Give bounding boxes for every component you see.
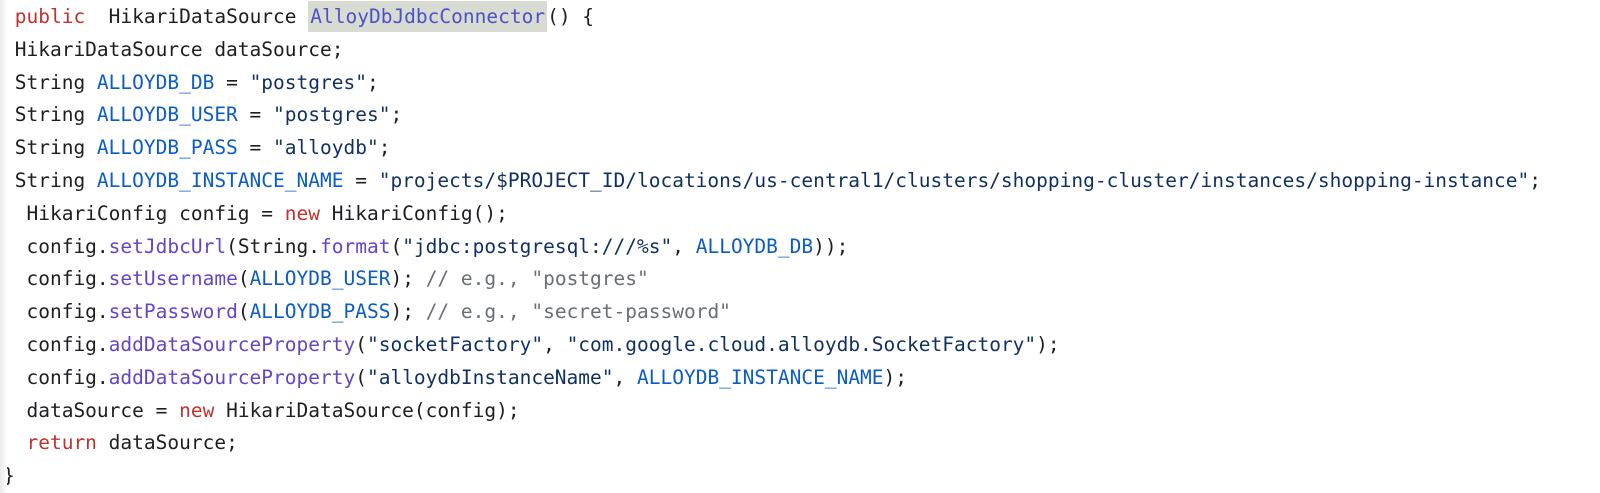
- token-string: "alloydbInstanceName": [366, 365, 614, 389]
- token-plain: ));: [813, 234, 849, 258]
- token-plain: config.: [3, 267, 109, 291]
- token-plain: );: [390, 300, 426, 324]
- code-line: String ALLOYDB_USER = "postgres";: [3, 99, 1600, 132]
- token-string: "com.google.cloud.alloydb.SocketFactory": [566, 332, 1037, 356]
- code-line: config.addDataSourceProperty("socketFact…: [3, 329, 1600, 362]
- token-plain: ;: [378, 136, 391, 160]
- token-plain: (: [390, 234, 403, 258]
- code-line: String ALLOYDB_DB = "postgres";: [3, 67, 1600, 100]
- code-line: config.addDataSourceProperty("alloydbIns…: [3, 362, 1600, 395]
- token-plain: ,: [613, 365, 637, 389]
- token-plain: );: [1036, 332, 1060, 356]
- token-plain: HikariConfig();: [320, 201, 508, 225]
- token-plain: );: [883, 365, 908, 389]
- token-plain: (: [237, 300, 250, 324]
- token-string: "socketFactory": [366, 332, 544, 356]
- code-line: HikariDataSource dataSource;: [3, 34, 1600, 67]
- token-constant: ALLOYDB_INSTANCE_NAME: [96, 168, 344, 192]
- token-plain: ;: [390, 103, 403, 127]
- token-keyword: new: [179, 398, 215, 422]
- token-plain: }: [3, 464, 15, 488]
- token-plain: HikariDataSource: [85, 5, 309, 28]
- code-line: HikariConfig config = new HikariConfig()…: [3, 198, 1600, 231]
- token-string: "jdbc:postgresql:///%s": [402, 234, 673, 258]
- token-comment: // e.g., "postgres": [425, 267, 649, 291]
- token-plain: String: [3, 103, 97, 127]
- token-plain: () {: [547, 5, 595, 28]
- token-plain: dataSource =: [3, 398, 180, 422]
- code-line: public HikariDataSource AlloyDbJdbcConne…: [3, 1, 1600, 34]
- token-plain: String: [3, 136, 97, 160]
- token-plain: config.: [3, 332, 109, 356]
- token-plain: String: [3, 168, 97, 192]
- left-edge-shading: [0, 0, 7, 493]
- token-keyword: new: [284, 201, 320, 225]
- token-string: "postgres": [249, 70, 367, 94]
- token-constant: ALLOYDB_PASS: [96, 136, 238, 160]
- token-constant: ALLOYDB_DB: [96, 70, 215, 94]
- token-plain: (: [355, 332, 367, 356]
- token-plain: HikariDataSource dataSource;: [3, 37, 344, 61]
- token-plain: (: [355, 365, 367, 389]
- token-string: "postgres": [273, 103, 391, 127]
- token-plain: =: [237, 103, 274, 127]
- code-line: config.setJdbcUrl(String.format("jdbc:po…: [3, 231, 1600, 264]
- token-plain: =: [214, 70, 250, 94]
- token-function: setJdbcUrl: [108, 234, 227, 258]
- token-function: setUsername: [108, 267, 238, 291]
- token-plain: (String.: [226, 234, 320, 258]
- token-constant: ALLOYDB_USER: [96, 103, 238, 127]
- code-line: config.setPassword(ALLOYDB_PASS); // e.g…: [3, 296, 1600, 329]
- token-keyword: return: [26, 431, 97, 455]
- token-keyword: public: [14, 5, 86, 28]
- token-function: format: [320, 234, 391, 258]
- token-constant: ALLOYDB_DB: [695, 234, 814, 258]
- token-plain: =: [237, 136, 274, 160]
- token-string: "alloydb": [273, 136, 379, 160]
- code-line: }: [3, 460, 1600, 493]
- token-plain: HikariDataSource(config);: [214, 398, 520, 422]
- token-plain: ,: [672, 234, 696, 258]
- token-plain: );: [390, 267, 426, 291]
- code-line: config.setUsername(ALLOYDB_USER); // e.g…: [3, 263, 1600, 296]
- token-plain: String: [3, 70, 97, 94]
- token-constant: ALLOYDB_INSTANCE_NAME: [637, 365, 884, 389]
- token-plain: ;: [366, 70, 379, 94]
- token-constant: ALLOYDB_PASS: [249, 300, 391, 324]
- code-line: dataSource = new HikariDataSource(config…: [3, 395, 1600, 428]
- token-function: setPassword: [108, 300, 238, 324]
- token-plain: ;: [1529, 168, 1541, 192]
- code-line: String ALLOYDB_INSTANCE_NAME = "projects…: [3, 165, 1600, 198]
- code-line: return dataSource;: [3, 427, 1600, 460]
- token-plain: ,: [543, 332, 567, 356]
- token-plain: =: [343, 168, 379, 192]
- token-plain: HikariConfig config =: [3, 201, 285, 225]
- token-string: "projects/$PROJECT_ID/locations/us-centr…: [378, 168, 1530, 192]
- token-constant: ALLOYDB_USER: [249, 267, 391, 291]
- highlighted-method-name: AlloyDbJdbcConnector: [308, 1, 548, 32]
- code-line: String ALLOYDB_PASS = "alloydb";: [3, 132, 1600, 165]
- token-function: addDataSourceProperty: [108, 332, 356, 356]
- token-function: addDataSourceProperty: [108, 365, 356, 389]
- token-plain: dataSource;: [96, 431, 238, 455]
- token-plain: config.: [3, 300, 109, 324]
- token-plain: (: [237, 267, 250, 291]
- token-comment: // e.g., "secret-password": [425, 300, 731, 324]
- token-plain: config.: [3, 234, 109, 258]
- token-plain: config.: [3, 365, 109, 389]
